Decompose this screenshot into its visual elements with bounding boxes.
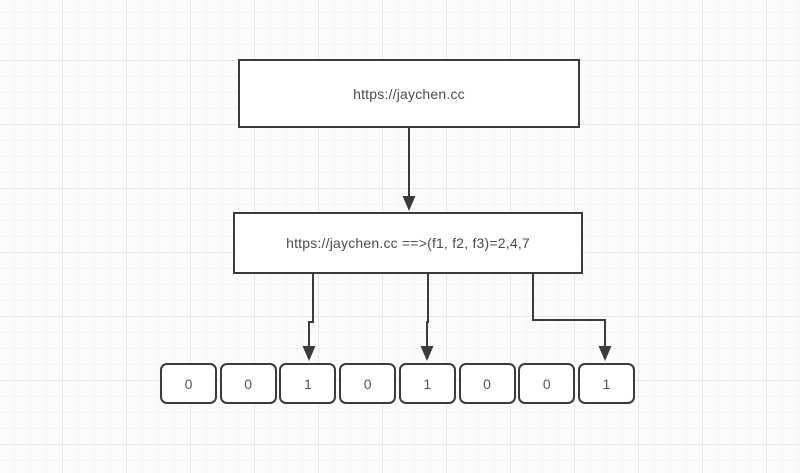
url-node[interactable]: https://jaychen.cc: [238, 59, 580, 128]
bit-cell-2-value: 1: [304, 375, 312, 392]
bit-cell-5[interactable]: 0: [458, 363, 516, 404]
bit-cell-4[interactable]: 1: [398, 363, 456, 404]
bit-array: 0 0 1 0 1 0 0 1: [160, 363, 635, 404]
bit-cell-0-value: 0: [184, 375, 193, 392]
hash-functions-node-label: https://jaychen.cc ==>(f1, f2, f3)=2,4,7: [286, 235, 530, 251]
bit-cell-5-value: 0: [483, 375, 491, 392]
arrow-hash-to-bit4[interactable]: [420, 274, 434, 361]
bit-cell-3[interactable]: 0: [339, 363, 397, 404]
arrow-hash-to-bit2[interactable]: [302, 274, 316, 361]
url-node-label: https://jaychen.cc: [353, 85, 465, 102]
bit-cell-6-value: 0: [542, 375, 551, 392]
bit-cell-3-value: 0: [363, 375, 372, 392]
bit-cell-1-value: 0: [244, 375, 253, 392]
bit-cell-4-value: 1: [423, 375, 432, 392]
hash-functions-node[interactable]: https://jaychen.cc ==>(f1, f2, f3)=2,4,7: [233, 212, 583, 274]
bit-cell-2[interactable]: 1: [279, 363, 337, 404]
bit-cell-7-value: 1: [602, 375, 611, 392]
bit-cell-6[interactable]: 0: [518, 363, 576, 404]
arrow-hash-to-bit7[interactable]: [532, 274, 612, 361]
bit-cell-7[interactable]: 1: [577, 363, 635, 404]
bit-cell-0[interactable]: 0: [160, 363, 217, 404]
bit-cell-1[interactable]: 0: [219, 363, 277, 404]
arrow-url-to-hash[interactable]: [402, 128, 416, 211]
